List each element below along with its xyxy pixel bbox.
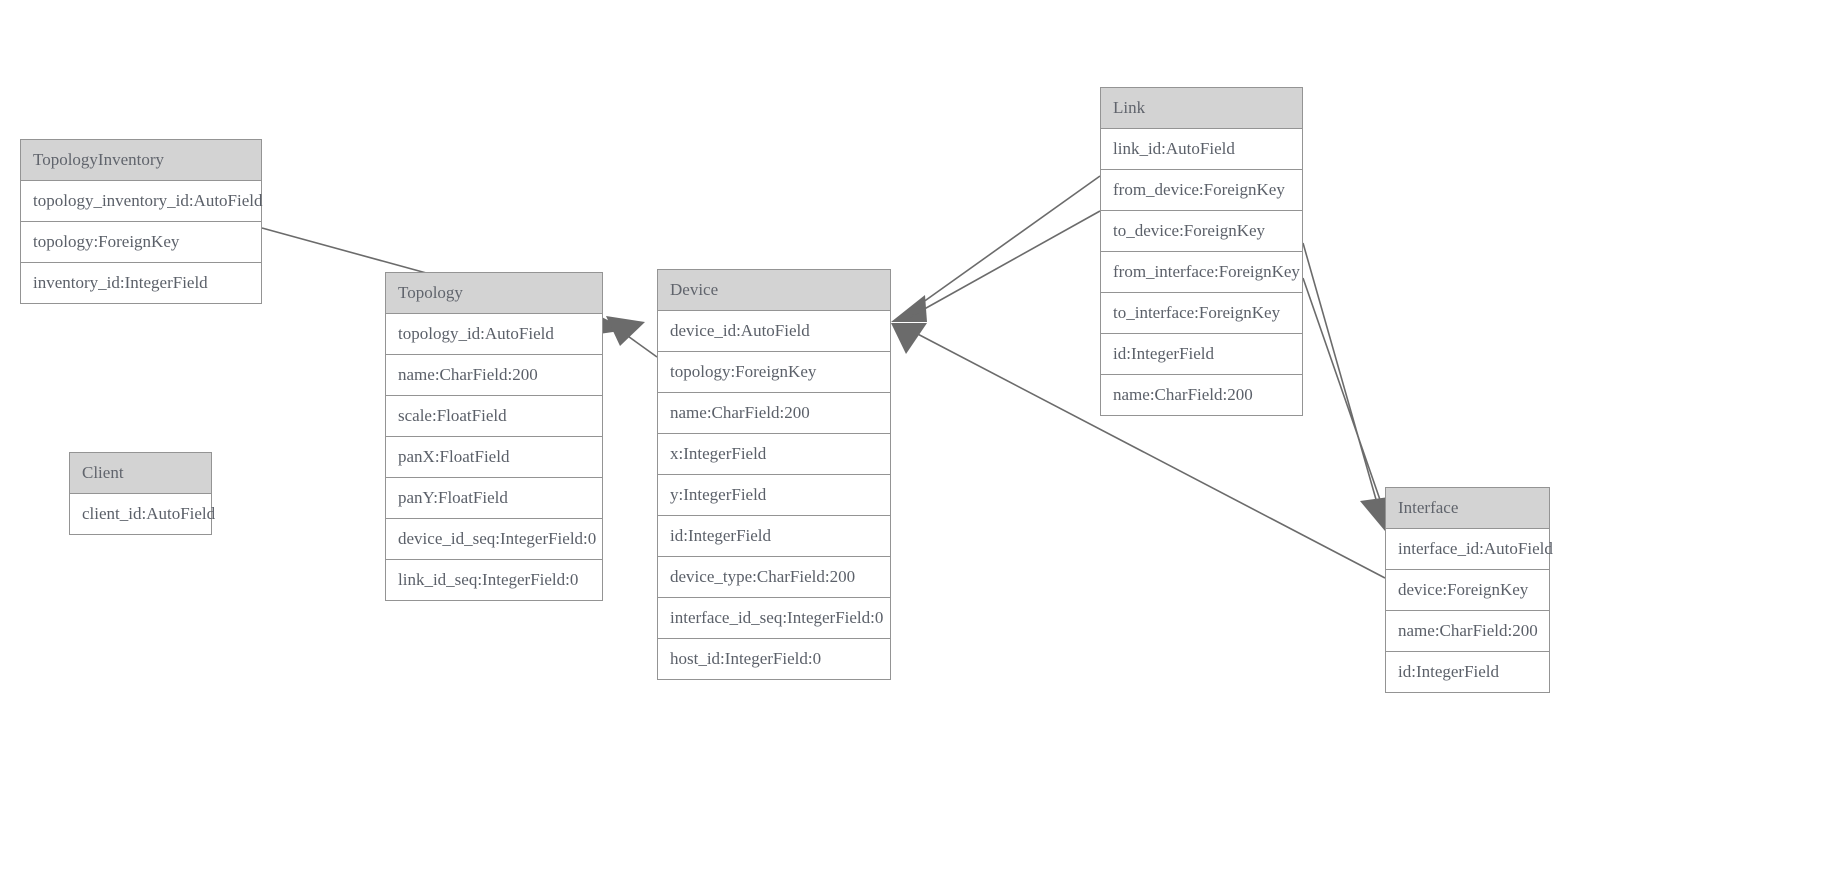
field-row: link_id:AutoField bbox=[1101, 129, 1302, 170]
field-row: client_id:AutoField bbox=[70, 494, 215, 535]
field-row: from_interface:ForeignKey bbox=[1101, 252, 1302, 293]
field-row: name:CharField:200 bbox=[658, 393, 890, 434]
entity-interface[interactable]: Interface interface_id:AutoField device:… bbox=[1385, 487, 1553, 693]
field-row: device_type:CharField:200 bbox=[658, 557, 890, 598]
field-row: link_id_seq:IntegerField:0 bbox=[386, 560, 602, 601]
field-row: to_device:ForeignKey bbox=[1101, 211, 1302, 252]
field-row: name:CharField:200 bbox=[1101, 375, 1302, 416]
relationship-link-to-device bbox=[909, 210, 1101, 318]
entity-title-topologyinventory: TopologyInventory bbox=[21, 140, 261, 181]
entity-client[interactable]: Client client_id:AutoField bbox=[69, 452, 215, 535]
field-row: topology:ForeignKey bbox=[21, 222, 261, 263]
field-row: name:CharField:200 bbox=[386, 355, 602, 396]
field-row: interface_id_seq:IntegerField:0 bbox=[658, 598, 890, 639]
entity-link[interactable]: Link link_id:AutoField from_device:Forei… bbox=[1100, 87, 1303, 416]
field-row: x:IntegerField bbox=[658, 434, 890, 475]
field-row: device:ForeignKey bbox=[1386, 570, 1549, 611]
relationship-link-from-interface bbox=[1302, 242, 1389, 531]
field-row: topology_id:AutoField bbox=[386, 314, 602, 355]
field-row: host_id:IntegerField:0 bbox=[658, 639, 890, 680]
entity-topologyinventory[interactable]: TopologyInventory topology_inventory_id:… bbox=[20, 139, 263, 304]
entity-device[interactable]: Device device_id:AutoField topology:Fore… bbox=[657, 269, 891, 680]
entity-title-topology: Topology bbox=[386, 273, 602, 314]
field-row: id:IntegerField bbox=[1101, 334, 1302, 375]
field-row: device_id:AutoField bbox=[658, 311, 890, 352]
field-row: device_id_seq:IntegerField:0 bbox=[386, 519, 602, 560]
field-row: id:IntegerField bbox=[1386, 652, 1549, 693]
entity-title-link: Link bbox=[1101, 88, 1302, 129]
field-row: from_device:ForeignKey bbox=[1101, 170, 1302, 211]
relationship-device-topology bbox=[606, 316, 658, 358]
entity-title-device: Device bbox=[658, 270, 890, 311]
field-row: interface_id:AutoField bbox=[1386, 529, 1553, 570]
entity-title-interface: Interface bbox=[1386, 488, 1549, 529]
field-row: topology_inventory_id:AutoField bbox=[21, 181, 263, 222]
field-row: to_interface:ForeignKey bbox=[1101, 293, 1302, 334]
relationship-link-to-interface bbox=[1302, 277, 1387, 518]
field-row: inventory_id:IntegerField bbox=[21, 263, 261, 304]
field-row: name:CharField:200 bbox=[1386, 611, 1549, 652]
entity-title-client: Client bbox=[70, 453, 211, 494]
field-row: panX:FloatField bbox=[386, 437, 602, 478]
relationship-link-from-device bbox=[891, 175, 1101, 322]
field-row: y:IntegerField bbox=[658, 475, 890, 516]
entity-topology[interactable]: Topology topology_id:AutoField name:Char… bbox=[385, 272, 603, 601]
field-row: scale:FloatField bbox=[386, 396, 602, 437]
field-row: panY:FloatField bbox=[386, 478, 602, 519]
field-row: id:IntegerField bbox=[658, 516, 890, 557]
field-row: topology:ForeignKey bbox=[658, 352, 890, 393]
